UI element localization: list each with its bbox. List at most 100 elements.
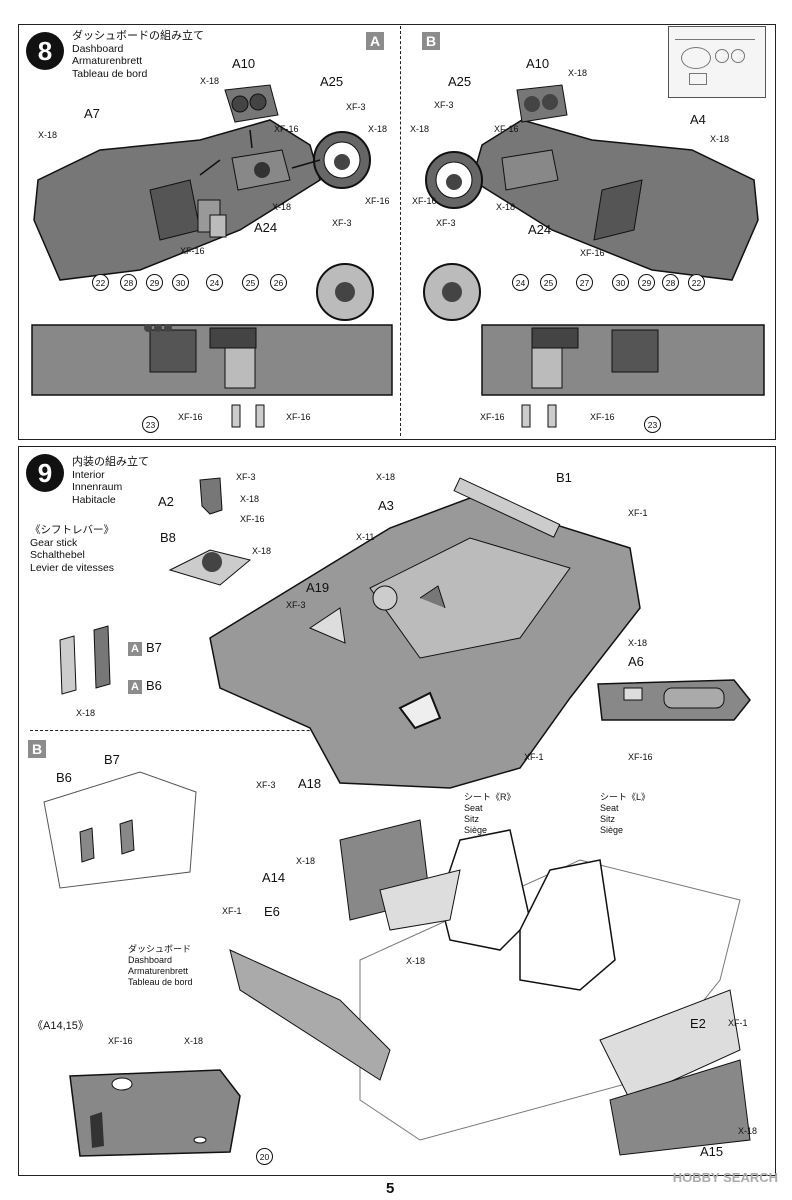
paint-xf16-a2: XF-16 — [240, 514, 265, 524]
label-b7: B7 — [146, 640, 162, 655]
paint-xf16-left-2: XF-16 — [365, 196, 390, 206]
paint-x18-right-3: X-18 — [710, 134, 730, 144]
gear-stick-fr: Levier de vitesses — [30, 561, 115, 574]
paint-x18-right-2: X-18 — [410, 124, 430, 134]
decal-20: 20 — [256, 1148, 273, 1165]
label-a24-right: A24 — [528, 222, 552, 237]
gear-stick-en: Gear stick — [30, 536, 78, 549]
step9-title-fr: Habitacle — [72, 493, 116, 506]
paint-xf16-right-5: XF-16 — [590, 412, 615, 422]
variant-a-box-b6: A — [128, 680, 142, 694]
gear-stick-caption: 《シフトレバー》 Gear stick Schalthebel Levier d… — [30, 524, 114, 574]
paint-xf3-a18: XF-3 — [256, 780, 276, 790]
paint-xf3-left: XF-3 — [346, 102, 366, 112]
paint-xf1-floor: XF-1 — [524, 752, 544, 762]
label-b8: B8 — [160, 530, 176, 545]
paint-x18-right-4: X-18 — [496, 202, 516, 212]
paint-xf16-right-3: XF-16 — [580, 248, 605, 258]
label-a24-left: A24 — [254, 220, 278, 235]
paint-x18-left-3: X-18 — [368, 124, 388, 134]
label-a18: A18 — [298, 776, 322, 791]
console-detail-illustration — [597, 679, 751, 721]
dashboard-b-illustration — [423, 84, 765, 428]
side-parts-illustration — [59, 625, 111, 695]
dashboard-jp: ダッシュボード — [128, 944, 192, 954]
gear-stick-jp: 《シフトレバー》 — [30, 524, 114, 536]
interior-tub-illustration — [209, 477, 641, 789]
label-a10-right: A10 — [526, 56, 550, 71]
decal-22-right: 22 — [688, 274, 705, 291]
paint-xf16-left-4: XF-16 — [178, 412, 203, 422]
step8-title-jp: ダッシュボードの組み立て — [72, 30, 204, 42]
paint-xf1-e6: XF-1 — [222, 906, 242, 916]
decal-29-left: 29 — [146, 274, 163, 291]
paint-xf16-door: XF-16 — [108, 1036, 133, 1046]
watermark: HOBBY SEARCH — [672, 1170, 778, 1185]
paint-xf16-left-5: XF-16 — [286, 412, 311, 422]
paint-xf16-right-4: XF-16 — [480, 412, 505, 422]
decal-28-right: 28 — [662, 274, 679, 291]
step9-number: 9 — [26, 454, 64, 492]
decal-22-left: 22 — [92, 274, 109, 291]
seat-l-jp: シート《L》 — [600, 792, 651, 802]
dashboard-fr: Tableau de bord — [128, 977, 193, 987]
seat-r-jp: シート《R》 — [464, 792, 516, 802]
door-card-label: 《A14,15》 — [32, 1020, 89, 1032]
step9-title-jp: 内装の組み立て — [72, 456, 149, 468]
seat-l-fr: Siège — [600, 825, 624, 835]
seat-r-fr: Siège — [464, 825, 488, 835]
gear-stick-illustration — [168, 477, 252, 586]
variant-a-box-b7: A — [128, 642, 142, 656]
step9-title: 内装の組み立て Interior Innenraum Habitacle — [72, 456, 149, 506]
decal-sheet-illustration — [668, 26, 766, 98]
label-b7-variant: B7 — [104, 752, 120, 767]
step8-title-en: Dashboard — [72, 42, 124, 55]
variant-b-box-step9: B — [28, 740, 46, 758]
decal-30-left: 30 — [172, 274, 189, 291]
label-b6-variant: B6 — [56, 770, 72, 785]
variant-b-interior-illustration — [43, 771, 197, 889]
step8-divider — [400, 26, 401, 436]
step9-divider — [30, 730, 370, 731]
paint-xf16-left-1: XF-16 — [274, 124, 299, 134]
paint-x18-parts: X-18 — [76, 708, 96, 718]
paint-xf3-a19: XF-3 — [286, 600, 306, 610]
label-a6: A6 — [628, 654, 644, 669]
label-a7: A7 — [84, 106, 100, 121]
decal-24-right: 24 — [512, 274, 529, 291]
paint-xf16-right-1: XF-16 — [494, 124, 519, 134]
label-a10-left: A10 — [232, 56, 256, 71]
label-a15: A15 — [700, 1144, 724, 1159]
label-a14: A14 — [262, 870, 286, 885]
decal-23-left: 23 — [142, 416, 159, 433]
door-card-illustration — [69, 1069, 241, 1157]
paint-x18-left-4: X-18 — [272, 202, 292, 212]
variant-b-box: B — [422, 32, 440, 50]
label-a3: A3 — [378, 498, 394, 513]
decal-26-left: 26 — [270, 274, 287, 291]
decal-25-left: 25 — [242, 274, 259, 291]
decal-25-right: 25 — [540, 274, 557, 291]
seat-l-caption: シート《L》 Seat Sitz Siège — [600, 792, 650, 836]
paint-x18-b8: X-18 — [252, 546, 272, 556]
seats-body-illustration — [229, 819, 751, 1156]
dashboard-en: Dashboard — [128, 955, 173, 965]
decal-23-right: 23 — [644, 416, 661, 433]
paint-xf3-right-2: XF-3 — [436, 218, 456, 228]
paint-xf1-b1: XF-1 — [628, 508, 648, 518]
label-a4: A4 — [690, 112, 706, 127]
label-b1: B1 — [556, 470, 572, 485]
paint-x18-a15: X-18 — [738, 1126, 758, 1136]
step8-number: 8 — [26, 32, 64, 70]
page-number: 5 — [386, 1180, 395, 1197]
label-a25-right: A25 — [448, 74, 472, 89]
paint-xf3-left-2: XF-3 — [332, 218, 352, 228]
seat-r-en: Seat — [464, 803, 483, 813]
decal-29-right: 29 — [638, 274, 655, 291]
label-a2: A2 — [158, 494, 174, 509]
seat-r-caption: シート《R》 Seat Sitz Siège — [464, 792, 516, 836]
label-e6: E6 — [264, 904, 280, 919]
dashboard-caption: ダッシュボード Dashboard Armaturenbrett Tableau… — [128, 944, 193, 988]
step8-title: ダッシュボードの組み立て Dashboard Armaturenbrett Ta… — [72, 30, 204, 80]
label-a19: A19 — [306, 580, 330, 595]
